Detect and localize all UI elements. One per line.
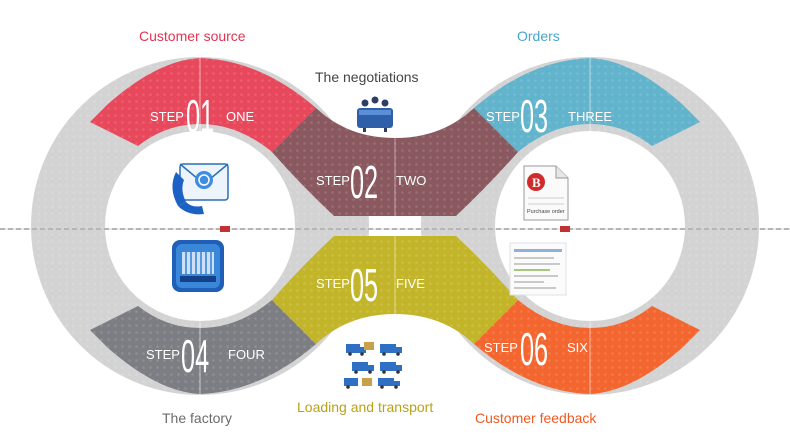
step-word: STEP [316,173,350,188]
label-feedback: Customer feedback [475,410,597,426]
label-orders: Orders [517,28,560,44]
step-name: FOUR [228,347,265,362]
step-name: SIX [567,340,588,355]
step-word: STEP [484,340,518,355]
factory-icon [172,240,224,292]
svg-text:B: B [532,175,541,190]
step-04-text: STEP 04 FOUR [146,330,265,382]
step-name: FIVE [396,276,425,291]
step-number: 03 [520,90,548,142]
label-factory: The factory [162,410,233,426]
step-number: 01 [186,90,214,142]
step-02-text: STEP 02 TWO [316,156,426,208]
step-06-text: STEP 06 SIX [484,323,588,375]
step-number: 06 [520,323,548,375]
step-number: 02 [350,156,378,208]
trucks-icon [344,342,402,389]
feedback-document-icon [509,242,567,296]
step-05-text: STEP 05 FIVE [316,259,425,311]
label-loading: Loading and transport [297,399,434,415]
step-word: STEP [316,276,350,291]
step-03-text: STEP 03 THREE [486,90,612,142]
purchase-order-icon: B Purchase order [523,165,569,221]
phone-mail-icon [172,163,229,215]
step-name: THREE [568,109,612,124]
purchase-order-caption: Purchase order [527,209,565,215]
label-negotiations: The negotiations [315,69,419,85]
step-name: TWO [396,173,426,188]
segment-texture [90,58,700,394]
meeting-table-icon [357,96,393,132]
step-01-text: STEP 01 ONE [150,90,255,142]
step-number: 04 [181,330,209,382]
step-name: ONE [226,109,255,124]
label-customer-source: Customer source [139,28,246,44]
step-word: STEP [150,109,184,124]
step-word: STEP [486,109,520,124]
chain-line [0,226,790,232]
step-number: 05 [350,259,378,311]
step-word: STEP [146,347,180,362]
